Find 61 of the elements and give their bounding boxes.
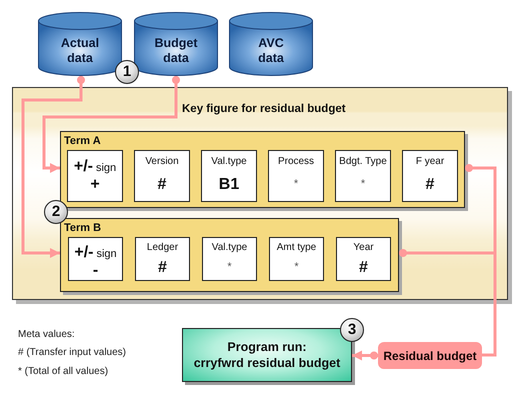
note-text: # (Transfer input values) [18, 347, 126, 359]
field-label: Process [278, 156, 314, 168]
field-value: # [426, 176, 434, 194]
field-value: # [158, 259, 167, 277]
term-title: Term B [64, 221, 102, 235]
field-card [201, 150, 257, 202]
callout-number: 1 [115, 60, 139, 84]
connector-line [482, 253, 496, 356]
data-tag [378, 342, 482, 369]
field-value: * [360, 177, 366, 191]
note-text: * (Total of all values) [18, 366, 108, 378]
field-label: Year [353, 242, 374, 254]
field-value: - [92, 262, 98, 280]
field-card [202, 237, 257, 281]
connector-line [465, 164, 496, 253]
database-cylinder [134, 12, 218, 76]
arrow [22, 76, 85, 258]
field-label: Val.type [212, 242, 248, 254]
field-value: * [227, 260, 232, 274]
database-label: Budget data [153, 36, 199, 66]
field-label: sign [96, 248, 117, 261]
term-title: Term A [64, 134, 101, 148]
sign-symbol: +/- [74, 244, 94, 262]
field-card [134, 150, 190, 202]
term-panel [60, 218, 399, 292]
field-label: F year [416, 156, 444, 168]
sign-symbol: +/- [74, 158, 93, 176]
process-text: crryfwrd residual budget [194, 355, 340, 371]
database-label: Actual data [60, 36, 100, 66]
field-label: Ledger [146, 242, 178, 254]
field-value: * [294, 260, 299, 274]
field-value: # [359, 259, 368, 277]
field-card [269, 237, 324, 281]
arrow [352, 350, 378, 360]
panel-heading: Key figure for residual budget [182, 102, 346, 116]
field-label: Amt type [276, 242, 316, 254]
note-text: Meta values: [18, 329, 75, 341]
database-cylinder [229, 12, 313, 76]
field-value: # [158, 176, 166, 194]
process-text: Program run: [227, 339, 307, 355]
arrow [42, 76, 180, 173]
field-label: Version [145, 156, 179, 168]
field-card [336, 237, 391, 281]
field-card [67, 150, 123, 202]
field-card [135, 237, 190, 281]
field-card [268, 150, 324, 202]
field-label: sign [96, 162, 116, 175]
field-value: B1 [218, 176, 240, 194]
field-value: + [90, 176, 100, 194]
field-label: Val.type [211, 156, 247, 168]
field-label: Bdgt. Type [339, 156, 387, 168]
database-label: AVC data [257, 36, 285, 66]
field-card [402, 150, 458, 202]
tag-text: Residual budget [383, 348, 477, 362]
field-card [68, 237, 123, 281]
field-value: * [294, 177, 298, 191]
connector-line [399, 249, 494, 257]
field-card [335, 150, 391, 202]
term-panel [60, 131, 465, 208]
database-cylinder [38, 12, 122, 76]
callout-number: 3 [340, 318, 364, 342]
